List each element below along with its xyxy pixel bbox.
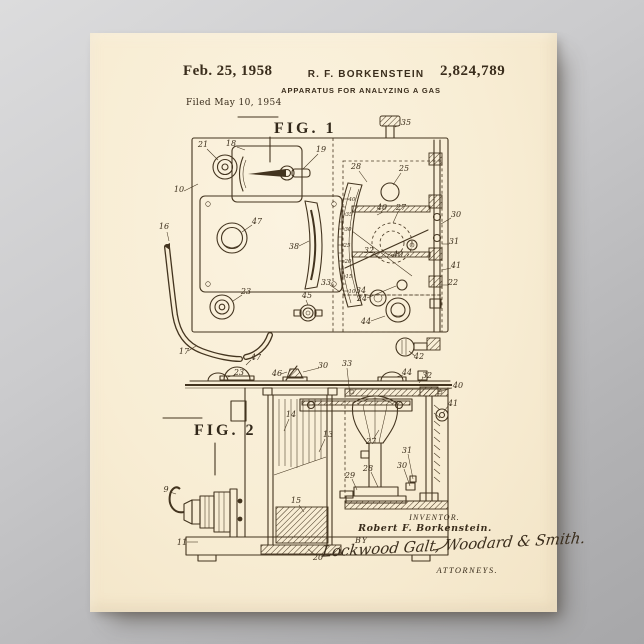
ref-33: 33	[321, 278, 331, 287]
ref-30: 30	[451, 210, 461, 219]
fig1-drawing: FIG. 1	[159, 115, 461, 362]
ref-11: 11	[177, 538, 187, 547]
ref-32: 32	[364, 246, 374, 255]
ref-23: 23	[240, 287, 251, 296]
fig1-label: FIG. 1	[274, 120, 336, 137]
knob-21	[212, 154, 238, 180]
post-32	[417, 370, 428, 381]
ref-25: 25	[398, 164, 409, 173]
ref-27: 27	[365, 437, 377, 446]
ref-34: 34	[356, 286, 366, 295]
inventor-name: Robert F. Borkenstein.	[358, 523, 492, 534]
ref-17: 17	[179, 347, 190, 356]
filed-date: Filed May 10, 1954	[186, 98, 282, 108]
scale-tick: 15	[346, 274, 353, 280]
patent-title: APPARATUS FOR ANALYZING A GAS	[281, 86, 441, 95]
fig2-label: FIG. 2	[194, 422, 256, 439]
ref-40b: 40	[392, 250, 403, 259]
knob-23	[209, 294, 235, 320]
ref-p33: 33	[342, 359, 352, 368]
power-plug-9	[168, 486, 243, 538]
machine-base	[185, 536, 449, 562]
fig1-cabinet	[191, 137, 449, 333]
ball-handle-42	[395, 337, 441, 357]
patent-date: Feb. 25, 1958	[183, 63, 273, 79]
ref-29: 29	[344, 471, 355, 480]
right-rail	[428, 139, 443, 333]
by-label: BY	[355, 536, 369, 545]
ref-15: 15	[291, 496, 301, 505]
scale-tick: 40	[348, 197, 356, 203]
ref-13: 13	[323, 430, 333, 439]
ref-24: 24	[356, 294, 367, 303]
funnel-bulb-27	[351, 395, 399, 444]
scale-tick: 10	[349, 289, 356, 295]
cylinder-foot	[260, 544, 342, 555]
dome-44	[380, 371, 404, 382]
ref-21: 21	[197, 140, 208, 149]
fig2-drawing: FIG. 2	[162, 381, 463, 562]
knob-47	[216, 222, 248, 254]
reaction-chamber	[299, 386, 449, 510]
ref-31: 31	[449, 237, 459, 246]
switch-panel	[231, 145, 311, 203]
inventor-caption: INVENTOR.	[409, 513, 460, 522]
sample-block-15	[275, 506, 329, 544]
patent-poster: Feb. 25, 1958 R. F. BORKENSTEIN 2,824,78…	[90, 33, 586, 612]
scale-tick: 35	[346, 212, 353, 218]
ref-18: 18	[226, 139, 236, 148]
scale-tick: 20	[344, 259, 352, 265]
dome-23	[207, 372, 229, 382]
ref-p23: 23	[233, 368, 244, 377]
support-bar-33	[299, 398, 413, 412]
ref-20: 20	[312, 553, 323, 562]
ref-45: 45	[301, 291, 312, 300]
patent-drawing: FIG. 1	[159, 115, 463, 562]
scale-arc: 40 35 30 25 20 15 10	[337, 182, 363, 308]
filler-cap	[379, 115, 401, 139]
patent-number: 2,824,789	[440, 63, 506, 79]
threaded-rod-40	[419, 386, 449, 502]
ref-41: 41	[447, 399, 458, 408]
ref-47: 47	[251, 217, 263, 226]
pedestal-28	[353, 486, 399, 497]
scale-tick: 25	[343, 243, 351, 249]
ref-41: 41	[450, 261, 461, 270]
measuring-cylinder	[260, 387, 342, 555]
ref-30: 30	[397, 461, 407, 470]
valve-45	[293, 304, 323, 322]
chamber-floor	[344, 500, 449, 510]
scale-tick: 30	[345, 227, 352, 233]
knob-44	[385, 297, 411, 323]
ref-14: 14	[286, 410, 296, 419]
ref-p30: 30	[318, 361, 328, 370]
left-panel-plate	[199, 195, 343, 293]
ref-38: 38	[289, 242, 299, 251]
inventor-header: R. F. BORKENSTEIN	[307, 69, 425, 80]
ref-22: 22	[447, 278, 458, 287]
ref-16: 16	[159, 222, 169, 231]
pointer-handle	[291, 168, 311, 178]
drain-hose	[164, 243, 273, 362]
attorneys-caption: ATTORNEYS.	[436, 565, 498, 575]
ref-42: 42	[413, 352, 424, 361]
ref-p32: 32	[422, 371, 432, 380]
bracket-46	[282, 365, 308, 382]
gauge-window	[310, 209, 317, 281]
ref-19: 19	[316, 145, 326, 154]
ref-40a: 40	[376, 203, 387, 212]
ref-28: 28	[362, 464, 373, 473]
ref-p44: 44	[401, 368, 412, 377]
ref-35: 35	[401, 118, 411, 127]
ref-31: 31	[402, 446, 412, 455]
ref-40: 40	[452, 381, 463, 390]
ref-44: 44	[360, 317, 371, 326]
ref-p46: 46	[271, 369, 282, 378]
ref-9: 9	[163, 485, 168, 494]
ref-27: 27	[395, 203, 407, 212]
ref-p47: 47	[250, 353, 262, 362]
ref-28: 28	[350, 162, 361, 171]
ref-10: 10	[174, 185, 184, 194]
